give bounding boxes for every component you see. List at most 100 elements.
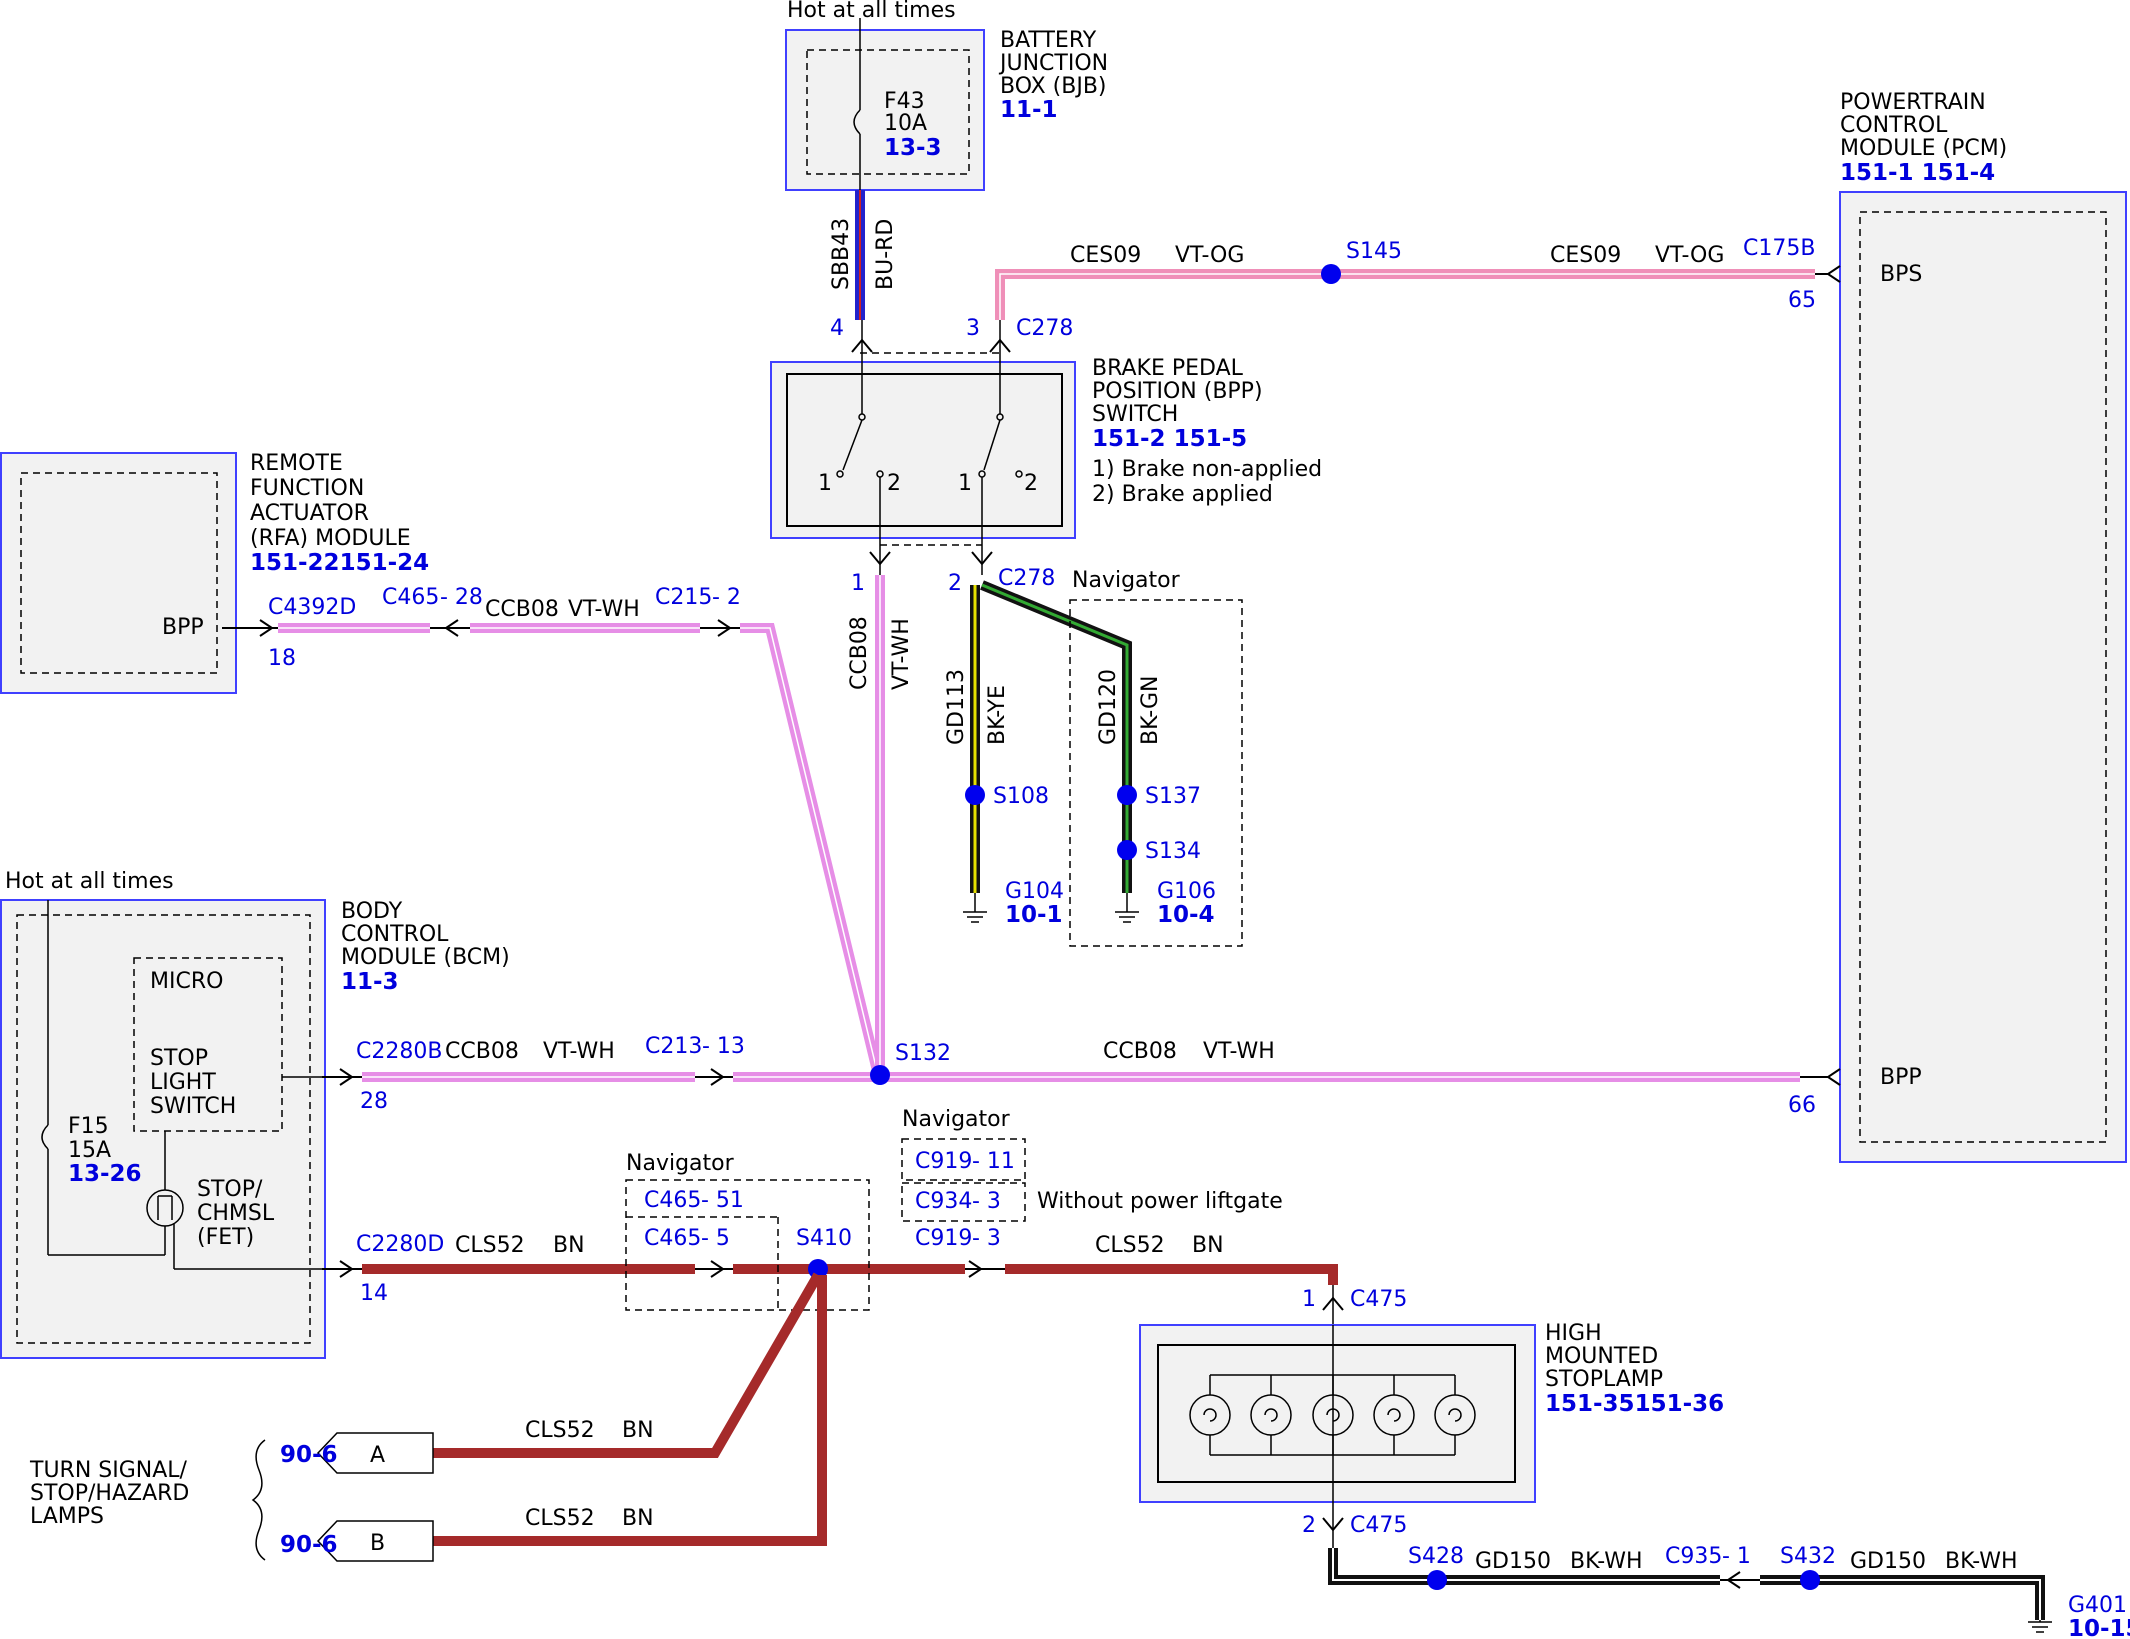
lamp-connector-b-label: B [370, 1531, 385, 1556]
connector-c475-bottom-pin: 2 [1302, 1513, 1316, 1538]
brake-pedal-position-switch: 1 2 1 2 [770, 352, 1076, 546]
stoplamp-pages-link[interactable]: 151-35151-36 [1545, 1391, 1724, 1417]
splice-s137[interactable] [1117, 785, 1137, 805]
stoplamp-name-2: MOUNTED [1545, 1344, 1658, 1369]
connector-c465-5[interactable]: C465 [644, 1226, 701, 1251]
bpp-connector-c278-bottom[interactable]: C278 [998, 566, 1055, 591]
lamps-name-3: LAMPS [30, 1504, 104, 1529]
splice-s432[interactable] [1800, 1570, 1820, 1590]
navigator-label-c465: Navigator [626, 1151, 735, 1176]
option-box-c934 [901, 1182, 1026, 1222]
connector-c475-bottom[interactable]: C475 [1350, 1513, 1407, 1538]
bpp-switch-pages-link[interactable]: 151-2 151-5 [1092, 426, 1247, 452]
ground-g104-label: G104 [1005, 879, 1064, 904]
bcm-name-2: CONTROL [341, 922, 449, 947]
wire-label-ccb08-bcm: CCB08 [445, 1039, 519, 1064]
bcm-connector-c2280d[interactable]: C2280D [356, 1232, 444, 1257]
bjb-page-link[interactable]: 11-1 [1000, 97, 1058, 123]
bpp-switch-contact-2b: 2 [1024, 471, 1038, 496]
bpp-switch-name-3: SWITCH [1092, 402, 1178, 427]
stoplamp-name-3: STOPLAMP [1545, 1367, 1663, 1392]
bpp-switch-name-2: POSITION (BPP) [1092, 379, 1263, 404]
splice-s428[interactable] [1427, 1570, 1447, 1590]
bpp-switch-contact-2a: 2 [887, 471, 901, 496]
rfa-name-2: FUNCTION [250, 476, 364, 501]
wire-label-bn-d: BN [622, 1506, 654, 1531]
connector-c934-3-pin: - 3 [972, 1189, 1001, 1214]
rfa-connector-c4392d[interactable]: C4392D [268, 595, 356, 620]
connector-c919-11[interactable]: C919 [915, 1149, 972, 1174]
rfa-pages-link[interactable]: 151-22151-24 [250, 550, 429, 576]
splice-s132[interactable] [870, 1065, 890, 1085]
connector-c919-3[interactable]: C919 [915, 1226, 972, 1251]
pcm-pin-bpp: BPP [1880, 1065, 1922, 1090]
bcm-fet-line-1: STOP/ [197, 1177, 263, 1202]
wire-label-bk-wh-b: BK-WH [1945, 1549, 2018, 1574]
bcm-pin-28: 28 [360, 1089, 388, 1114]
connector-c465-28-pin: - 28 [440, 585, 483, 610]
wire-label-bk-gn: BK-GN [1138, 676, 1163, 745]
splice-s432-label: S432 [1780, 1544, 1836, 1569]
lamps-brace [251, 1439, 266, 1561]
battery-junction-box: F43 10A 13-3 [785, 18, 985, 191]
bcm-fuse: F15 [68, 1114, 109, 1139]
ground-g401-label: G401 [2068, 1593, 2127, 1618]
splice-s108-label: S108 [993, 784, 1049, 809]
pcm-connector-c175b[interactable]: C175B [1743, 236, 1815, 261]
ground-g401-page-link[interactable]: 10-15 [2068, 1616, 2130, 1639]
pcm-name-3: MODULE (PCM) [1840, 136, 2007, 161]
connector-c934-3[interactable]: C934 [915, 1189, 972, 1214]
wire-label-ccb08-rfa: CCB08 [485, 597, 559, 622]
bpp-connector-c278-top[interactable]: C278 [1016, 316, 1073, 341]
wire-label-ces09-a: CES09 [1070, 243, 1141, 268]
pcm-pin-bps: BPS [1880, 262, 1922, 287]
bcm-page-link[interactable]: 11-3 [341, 969, 399, 995]
wire-label-gd120: GD120 [1096, 669, 1121, 745]
without-power-liftgate-label: Without power liftgate [1037, 1189, 1283, 1214]
splice-s137-label: S137 [1145, 784, 1201, 809]
wire-label-ccb08-pcm: CCB08 [1103, 1039, 1177, 1064]
lamp-page-a-link[interactable]: 90-6 [280, 1442, 338, 1468]
wire-label-ccb08-v: CCB08 [847, 616, 872, 690]
wire-label-bu-rd: BU-RD [873, 219, 898, 290]
connector-c465-28[interactable]: C465 [382, 585, 439, 610]
bcm-pin-14: 14 [360, 1281, 388, 1306]
rfa-name-3: ACTUATOR [250, 501, 369, 526]
wire-label-bk-wh-a: BK-WH [1570, 1549, 1643, 1574]
lamp-connector-a[interactable] [316, 1432, 434, 1474]
lamps-name-1: TURN SIGNAL/ [29, 1458, 188, 1483]
connector-c465-51[interactable]: C465 [644, 1188, 701, 1213]
connector-c475-top[interactable]: C475 [1350, 1287, 1407, 1312]
pcm-pages-link[interactable]: 151-1 151-4 [1840, 160, 1995, 186]
pcm-pin-65: 65 [1788, 288, 1816, 313]
rfa-pin-bpp: BPP [162, 615, 204, 640]
wire-label-vt-wh-rfa: VT-WH [568, 597, 640, 622]
splice-s134[interactable] [1117, 840, 1137, 860]
bpp-switch-contact-1a: 1 [818, 471, 832, 496]
bcm-switch-line-1: STOP [150, 1046, 208, 1071]
splice-s428-label: S428 [1408, 1544, 1464, 1569]
wire-label-gd150-b: GD150 [1850, 1549, 1926, 1574]
ground-g104-page-link[interactable]: 10-1 [1005, 902, 1063, 928]
splice-s108[interactable] [965, 785, 985, 805]
wire-label-ces09-b: CES09 [1550, 243, 1621, 268]
ground-g106-page-link[interactable]: 10-4 [1157, 902, 1215, 928]
bjb-fuse-amps: 10A [884, 111, 927, 136]
high-mounted-stoplamp [1139, 1324, 1536, 1503]
connector-c935-1[interactable]: C935 [1665, 1544, 1722, 1569]
splice-s145[interactable] [1321, 264, 1341, 284]
bjb-fuse-page[interactable]: 13-3 [884, 135, 942, 161]
bpp-pin-4: 4 [830, 316, 844, 341]
lamp-connector-b[interactable] [316, 1520, 434, 1562]
connector-c213-13[interactable]: C213 [645, 1034, 702, 1059]
bcm-connector-c2280b[interactable]: C2280B [356, 1039, 442, 1064]
connector-c919-11-pin: - 11 [972, 1149, 1015, 1174]
bcm-fuse-page-link[interactable]: 13-26 [68, 1161, 142, 1187]
wire-label-sbb43: SBB43 [829, 218, 854, 290]
lamp-page-b-link[interactable]: 90-6 [280, 1532, 338, 1558]
connector-c215-2[interactable]: C215 [655, 585, 712, 610]
bpp-pin-3: 3 [966, 316, 980, 341]
powertrain-control-module: BPS BPP [1839, 191, 2127, 1163]
wire-cls52-lamp-b [433, 1275, 827, 1546]
